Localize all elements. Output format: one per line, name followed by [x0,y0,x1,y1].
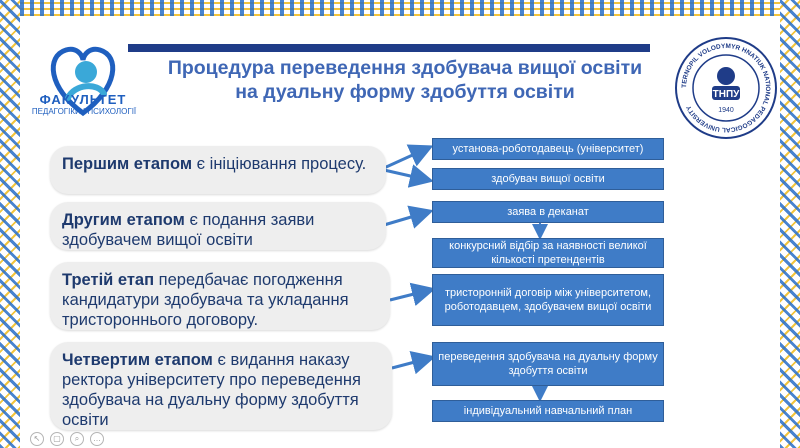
step-4-text: є видання наказу ректора університету пр… [62,351,361,429]
step-1-text: є ініціювання процесу. [192,155,367,173]
arrow-step2-b3 [383,205,434,229]
step-3: Третій етап передбачає погодження кандид… [50,262,390,330]
title-line-2: на дуальну форму здобуття освіти [235,81,575,103]
arrow-step4-b6 [391,350,436,375]
slide-title: Процедура переведення здобувача вищої ос… [140,56,670,104]
step-3-label: Третій етап [62,271,155,289]
box-contract: тристоронній договір між університетом, … [432,274,664,326]
box-competition: конкурсний відбір за наявності великої к… [432,238,664,268]
box-individual-plan: індивідуальний навчальний план [432,400,664,422]
seal-year: 1940 [718,107,734,114]
ornament-top [20,0,780,16]
slideshow-toolbar: ↖ ▢ ⌕ … [30,432,104,446]
arrow-step1-b2 [383,164,434,188]
more-icon[interactable]: … [90,432,104,446]
university-seal-icon: TERNOPIL VOLODYMYR HNATIUK NATIONAL PEDA… [675,37,777,139]
step-1: Першим етапом є ініціювання процесу. [50,146,386,194]
step-3-text: передбачає погодження кандидатури здобув… [62,271,349,329]
step-2: Другим етапом є подання заяви здобувачем… [50,202,386,250]
pointer-icon[interactable]: ↖ [30,432,44,446]
step-4: Четвертим етапом є видання наказу ректор… [50,342,392,430]
title-line-1: Процедура переведення здобувача вищої ос… [167,57,643,79]
copy-icon[interactable]: ▢ [50,432,64,446]
box-employer: установа-роботодавець (університет) [432,138,664,160]
seal-abbr: ТНПУ [713,89,741,100]
title-bar [128,44,650,52]
ornament-left [0,0,20,448]
zoom-icon[interactable]: ⌕ [70,432,84,446]
arrow-step1-b1 [383,144,434,170]
box-transfer: переведення здобувача на дуальну форму з… [432,342,664,386]
faculty-name: ФАКУЛЬТЕТ [39,92,127,107]
faculty-subtitle: ПЕДАГОГІКИ І ПСИХОЛОГІЇ [31,107,137,116]
step-2-label: Другим етапом [62,211,185,229]
arrow-step3-b5 [389,282,436,307]
box-student: здобувач вищої освіти [432,168,664,190]
ornament-right [780,0,800,448]
step-2-text: є подання заяви здобувачем вищої освіти [62,211,315,249]
step-4-label: Четвертим етапом [62,351,213,369]
step-1-label: Першим етапом [62,155,193,173]
faculty-logo-icon [50,46,116,117]
box-application: заява в деканат [432,201,664,223]
